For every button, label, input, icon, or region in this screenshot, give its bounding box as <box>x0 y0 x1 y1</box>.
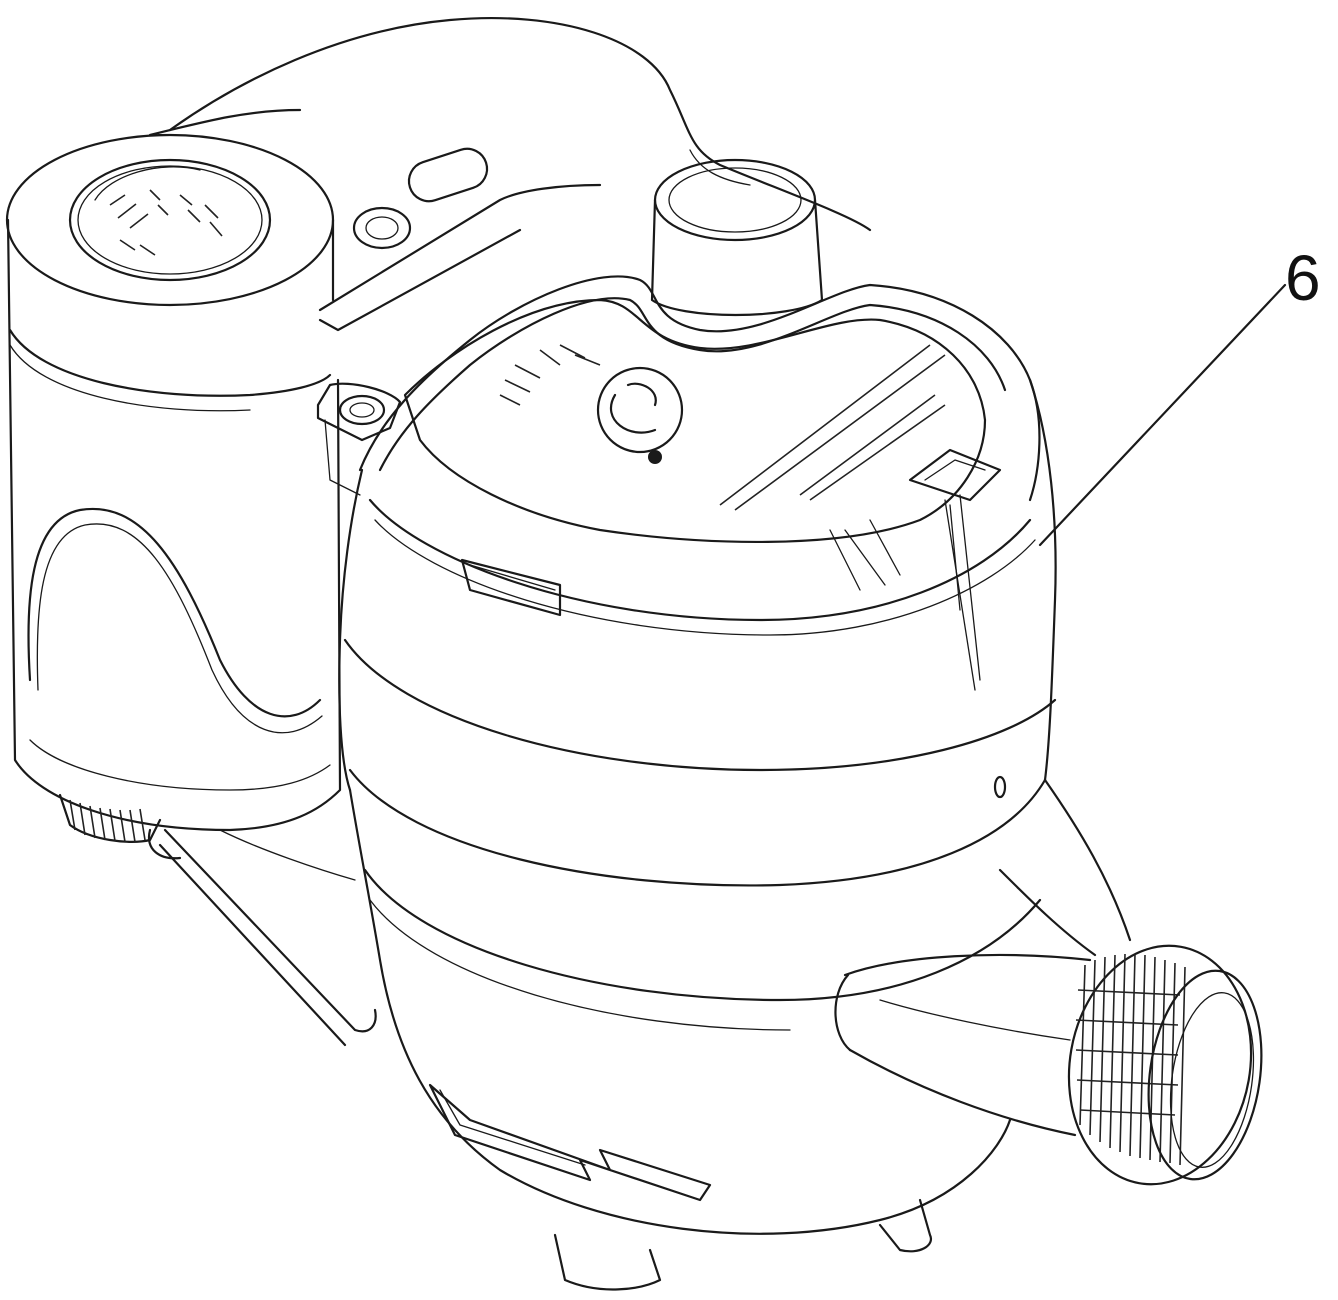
lower-shell <box>147 788 1042 1291</box>
body-housing <box>338 378 1057 887</box>
outlet-pipe <box>834 778 1263 1186</box>
callout-6: 6 <box>1038 242 1321 547</box>
top-port <box>650 158 824 317</box>
left-cylinder-module <box>5 133 342 843</box>
rear-housing <box>148 16 872 232</box>
callout-leader-line <box>1038 283 1287 547</box>
module-label-emblem-icon <box>94 166 223 256</box>
callout-label: 6 <box>1285 242 1321 314</box>
outlet-thread-icon <box>1067 944 1253 1186</box>
dial-marking-icon <box>499 344 946 511</box>
dial-cover <box>358 275 1041 617</box>
top-bridge <box>316 147 602 496</box>
